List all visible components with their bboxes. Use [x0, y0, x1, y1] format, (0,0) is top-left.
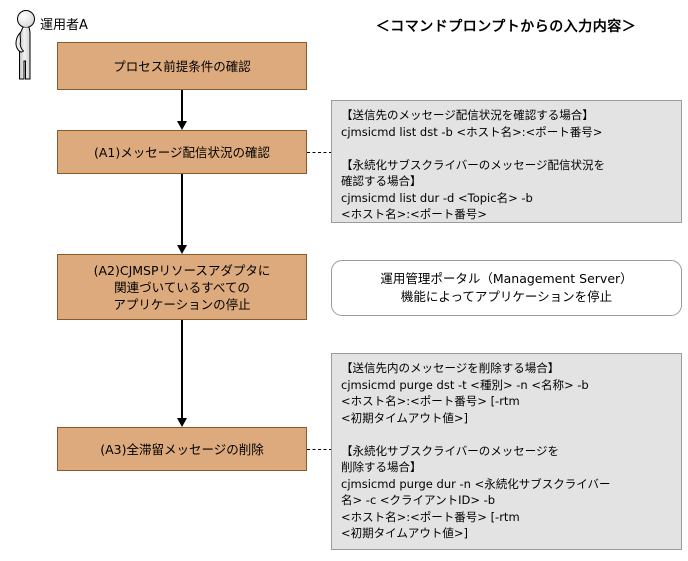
- actor-label: 運用者A: [40, 18, 88, 33]
- connector-start-to-a1: [181, 90, 183, 122]
- column-title: ＜コマンドプロンプトからの入力内容＞: [375, 19, 637, 35]
- note-box-a2[interactable]: 運用管理ポータル（Management Server） 機能によってアプリケーシ…: [331, 260, 682, 316]
- connector-a2-to-a3: [181, 320, 183, 419]
- dashed-link-a1: [307, 152, 332, 153]
- command-box-a3[interactable]: 【送信先内のメッセージを削除する場合】 cjmsicmd purge dst -…: [331, 353, 682, 550]
- person-actor-icon: [17, 10, 35, 28]
- process-box-a1[interactable]: (A1)メッセージ配信状況の確認: [57, 130, 307, 174]
- dashed-link-a3: [307, 449, 332, 450]
- actor-figure: [8, 10, 48, 80]
- arrowhead-start-to-a1: [177, 121, 187, 130]
- process-box-a3[interactable]: (A3)全滞留メッセージの削除: [57, 427, 307, 471]
- process-box-start[interactable]: プロセス前提条件の確認: [57, 42, 307, 90]
- connector-a1-to-a2: [181, 174, 183, 246]
- arrowhead-a1-to-a2: [177, 245, 187, 254]
- arrowhead-a2-to-a3: [177, 418, 187, 427]
- person-body-icon: [15, 27, 31, 80]
- command-box-a1[interactable]: 【送信先のメッセージ配信状況を確認する場合】 cjmsicmd list dst…: [331, 100, 682, 223]
- process-box-a2[interactable]: (A2)CJMSPリソースアダプタに 関連づいているすべての アプリケーションの…: [57, 254, 307, 320]
